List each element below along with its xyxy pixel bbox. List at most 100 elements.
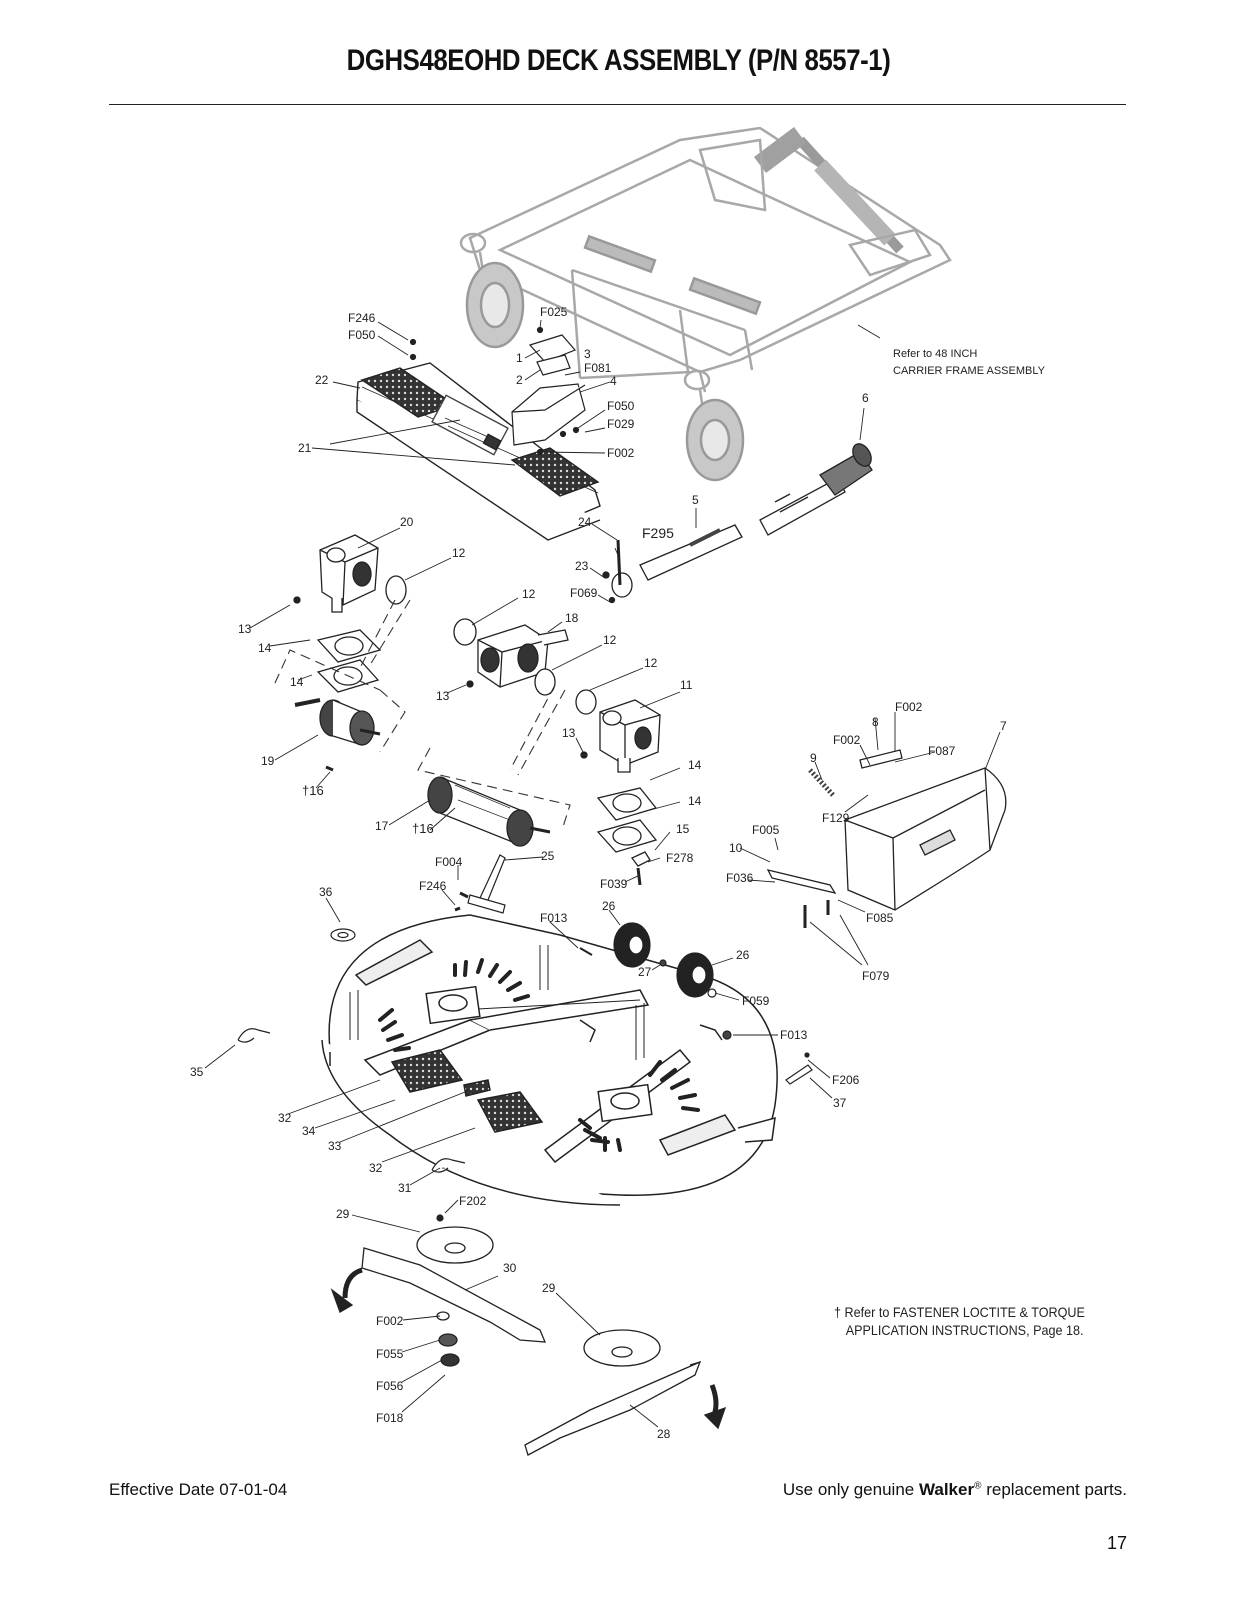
effective-date: Effective Date 07-01-04 — [109, 1480, 288, 1499]
callout-label: 26 — [602, 899, 616, 913]
callout-label: 34 — [302, 1124, 316, 1138]
callout-label: †16 — [412, 821, 434, 836]
callout-label: 12 — [644, 656, 658, 670]
fastener-note-line2: APPLICATION INSTRUCTIONS, Page 18. — [845, 1322, 1084, 1338]
callout-label: 14 — [290, 675, 304, 689]
callout-label: 36 — [319, 885, 333, 899]
carrier-reference-note: CARRIER FRAME ASSEMBLY — [893, 365, 1046, 377]
callout-label: F050 — [607, 399, 635, 413]
callout-label: F069 — [570, 586, 598, 600]
callout-label: 14 — [688, 794, 702, 808]
callout-label: 12 — [603, 633, 617, 647]
callout-label: F036 — [726, 871, 754, 885]
spindle-gasket-illustrations — [294, 629, 658, 886]
callout-label: F059 — [742, 994, 770, 1008]
callout-label: F055 — [376, 1347, 404, 1361]
callout-label: F206 — [832, 1073, 860, 1087]
callout-label: 18 — [565, 611, 579, 625]
callout-label: F087 — [928, 744, 956, 758]
callout-label: 23 — [575, 559, 589, 573]
callout-label: 32 — [369, 1161, 383, 1175]
carrier-frame-illustration — [459, 126, 952, 482]
small-parts-illustrations — [237, 854, 813, 1222]
callout-label: 32 — [278, 1111, 292, 1125]
callout-label: F002 — [376, 1314, 404, 1328]
callout-label: 7 — [1000, 719, 1007, 733]
callout-label: 29 — [542, 1281, 556, 1295]
callout-label: 5 — [692, 493, 699, 507]
callout-label: 24 — [578, 515, 592, 529]
callout-label: F005 — [752, 823, 780, 837]
callout-label: 9 — [810, 751, 817, 765]
callout-label: 15 — [676, 822, 690, 836]
callout-label: 26 — [736, 948, 750, 962]
title-rule — [109, 104, 1126, 105]
callout-label: F025 — [540, 305, 568, 319]
fastener-note-line1: † Refer to FASTENER LOCTITE & TORQUE — [834, 1304, 1085, 1320]
callout-label: 33 — [328, 1139, 342, 1153]
callout-label: F129 — [822, 811, 850, 825]
callout-label: 12 — [522, 587, 536, 601]
carrier-reference-note: Refer to 48 INCH — [893, 348, 977, 360]
callout-label: 10 — [729, 841, 743, 855]
callout-label: F202 — [459, 1194, 487, 1208]
callout-label: F018 — [376, 1411, 404, 1425]
genuine-suffix: replacement parts. — [986, 1480, 1127, 1499]
callout-label: 14 — [688, 758, 702, 772]
callout-label: 12 — [452, 546, 466, 560]
callout-labels: F246 F050 F025 1 3 2 F081 4 F050 F029 F0… — [190, 305, 1046, 1441]
callout-label: 28 — [657, 1427, 671, 1441]
callout-label: F029 — [607, 417, 635, 431]
callout-label: 6 — [862, 391, 869, 405]
fastener-note: † Refer to FASTENER LOCTITE & TORQUE APP… — [834, 1303, 1085, 1339]
callout-label: 25 — [541, 849, 555, 863]
callout-label: 2 — [516, 373, 523, 387]
callout-label: F013 — [780, 1028, 808, 1042]
blade-and-adapter-illustrations — [330, 1226, 727, 1456]
callout-label: 1 — [516, 351, 523, 365]
callout-label: 4 — [610, 374, 617, 388]
callout-label: 35 — [190, 1065, 204, 1079]
discharge-chute-illustration — [766, 749, 1007, 928]
callout-label: †16 — [302, 783, 324, 798]
page-title: DGHS48EOHD DECK ASSEMBLY (P/N 8557-1) — [346, 44, 891, 77]
callout-label: 13 — [238, 622, 252, 636]
dashed-assembly-lines — [274, 599, 571, 831]
gearbox-illustrations — [293, 534, 661, 773]
callout-label: 17 — [375, 819, 389, 833]
callout-label: F278 — [666, 851, 694, 865]
callout-label: F246 — [419, 879, 447, 893]
callout-label: F079 — [862, 969, 890, 983]
callout-label: 3 — [584, 347, 591, 361]
callout-label: 11 — [680, 678, 693, 692]
page-number: 17 — [1106, 1533, 1127, 1553]
callout-label: F002 — [833, 733, 861, 747]
callout-label: F085 — [866, 911, 894, 925]
callout-label: F295 — [642, 525, 674, 541]
callout-label: 20 — [400, 515, 414, 529]
callout-label: 22 — [315, 373, 329, 387]
callout-label: F056 — [376, 1379, 404, 1393]
mower-deck-illustration — [321, 914, 778, 1206]
genuine-prefix: Use only genuine — [782, 1480, 915, 1499]
callout-label: 31 — [398, 1181, 412, 1195]
bracket-assembly-illustration — [409, 326, 586, 456]
callout-label: 8 — [872, 715, 879, 729]
callout-label: F081 — [584, 361, 612, 375]
callout-leader-lines — [204, 319, 1001, 1428]
callout-label: F050 — [348, 328, 376, 342]
callout-label: 27 — [638, 965, 652, 979]
callout-label: F039 — [600, 877, 628, 891]
callout-label: 13 — [436, 689, 450, 703]
callout-label: 30 — [503, 1261, 517, 1275]
deck-top-cover-illustration — [356, 362, 601, 541]
pto-drive-shaft-illustration — [602, 443, 873, 604]
callout-label: F002 — [607, 446, 635, 460]
callout-label: F004 — [435, 855, 463, 869]
callout-label: 21 — [298, 441, 312, 455]
callout-label: 29 — [336, 1207, 350, 1221]
deck-vent-slots-illustration — [378, 958, 700, 1152]
callout-label: F246 — [348, 311, 376, 325]
callout-label: 13 — [562, 726, 576, 740]
